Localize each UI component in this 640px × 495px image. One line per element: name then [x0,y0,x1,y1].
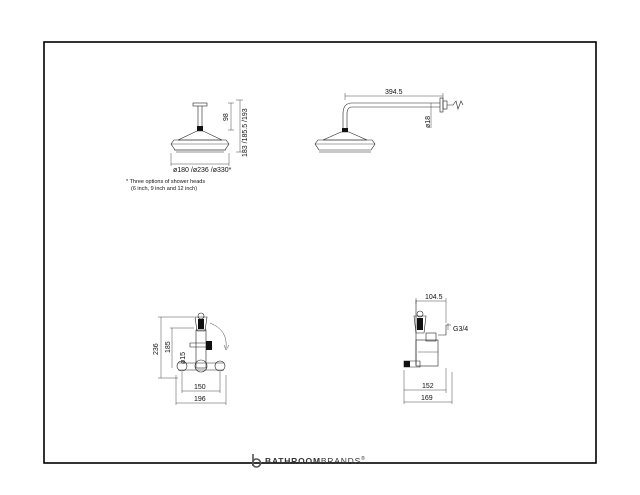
dim-arm-length-label: 394.5 [385,89,403,96]
footnote-line-1: * Three options of shower heads [126,179,205,185]
dim-150-label: 150 [194,384,206,391]
valve-front-view: 236 185 ø15 150 196 [153,312,230,405]
dim-diameters-label: ø180 /ø236 /ø330* [173,167,232,174]
dim-thread-label: G3/4 [453,326,468,333]
valve-side-view: 104.5 G3/4 152 169 [403,294,468,404]
dim-236-label: 236 [153,343,160,355]
shower-arm-side-view: 394.5 ø18 [314,89,464,153]
dim-185-label: 185 [165,341,172,353]
dim-152-label: 152 [422,383,434,390]
brand-name: BATHROOMBRANDS® [265,456,366,466]
shower-head-front-view: 98 183 /185.5 /193 ø180 /ø236 /ø330* [170,99,249,174]
dim-98-label: 98 [223,113,230,121]
dim-pipe-diameter-label: ø18 [425,116,432,128]
brand-name-light: BRANDS [320,456,362,466]
brand-mark-icon: b [251,454,262,468]
brand-name-bold: BATHROOM [265,456,321,466]
dim-196-label: 196 [194,396,206,403]
dim-bore-label: ø15 [180,352,187,364]
footnote-line-2: (6 inch, 9 inch and 12 inch) [131,186,197,192]
dim-104-5-label: 104.5 [425,294,443,301]
dim-169-label: 169 [421,395,433,402]
sheet-frame [43,41,597,464]
brand-logo: b BATHROOMBRANDS® [250,452,380,470]
brand-registered-mark: ® [361,456,366,463]
dim-overall-label: 183 /185.5 /193 [242,108,249,157]
